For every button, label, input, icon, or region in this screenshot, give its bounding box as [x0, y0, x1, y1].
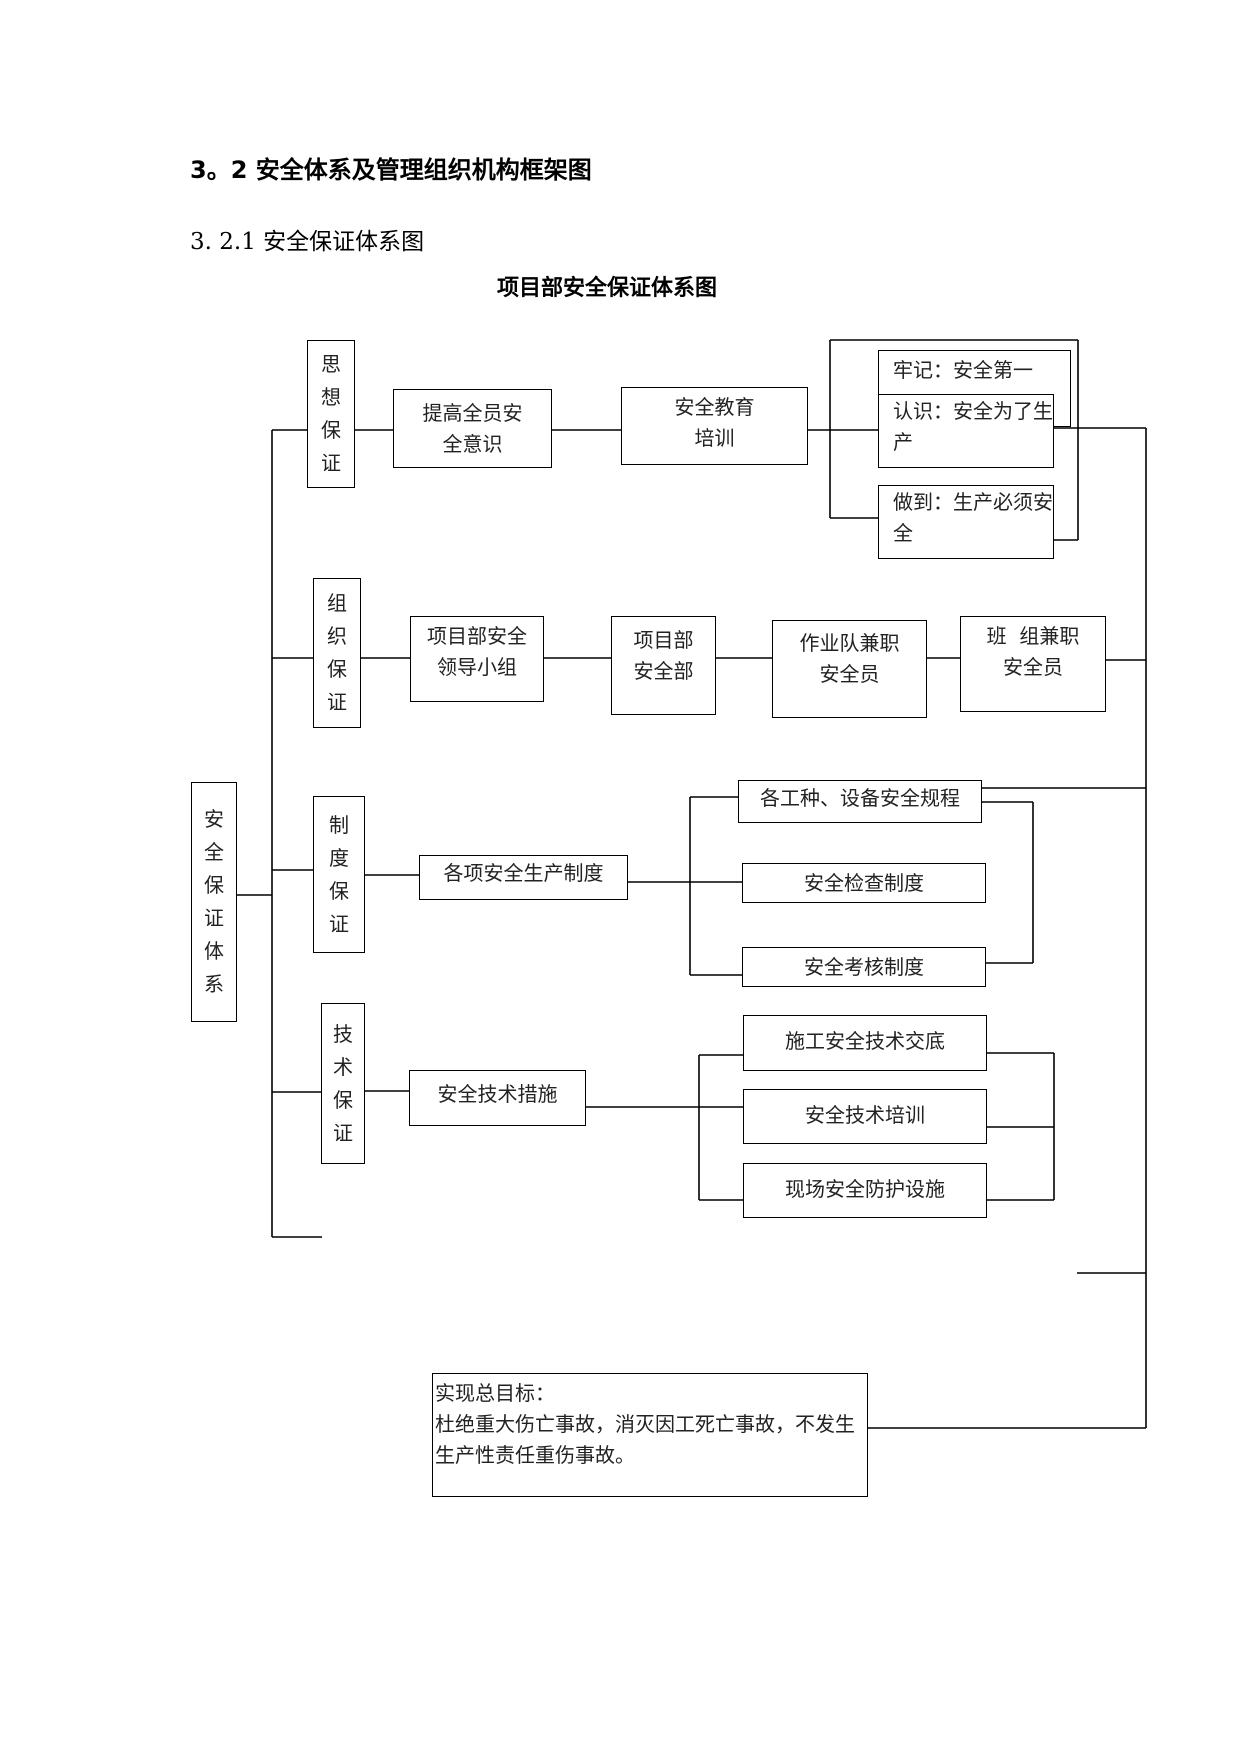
chart-title: 项目部安全保证体系图	[497, 275, 718, 301]
tech-item3-text: 现场安全防护设施	[785, 1177, 945, 1201]
system-item2-box: 安全检查制度	[742, 863, 986, 903]
system-label-box: 制度保证	[313, 796, 365, 953]
thought-item1-text: 牢记：安全第一	[893, 358, 1033, 382]
thought-step2-text: 安全教育培训	[674, 395, 755, 450]
system-item2-text: 安全检查制度	[804, 870, 924, 895]
org-step3-box: 作业队兼职安全员	[772, 620, 927, 718]
org-step4-text: 班 组兼职安全员	[986, 624, 1080, 679]
system-step1-box: 各项安全生产制度	[419, 855, 628, 900]
goal-box: 实现总目标： 杜绝重大伤亡事故，消灭因工死亡事故，不发生生产性责任重伤事故。	[432, 1373, 868, 1497]
system-label: 制度保证	[329, 812, 349, 936]
tech-item2-box: 安全技术培训	[743, 1089, 987, 1144]
system-item1-box: 各工种、设备安全规程	[738, 780, 982, 823]
system-item1-text: 各工种、设备安全规程	[760, 786, 960, 810]
organization-label: 组织保证	[327, 591, 347, 714]
organization-label-box: 组织保证	[313, 578, 361, 728]
system-step1-text: 各项安全生产制度	[443, 861, 604, 885]
org-step1-text: 项目部安全领导小组	[427, 624, 527, 679]
thought-label: 思想保证	[321, 352, 341, 475]
root-box: 安全保证体系	[191, 782, 237, 1022]
org-step4-box: 班 组兼职安全员	[960, 616, 1106, 712]
section-heading: 3。2 安全体系及管理组织机构框架图	[190, 156, 592, 184]
tech-item1-text: 施工安全技术交底	[785, 1029, 945, 1053]
tech-step1-box: 安全技术措施	[409, 1070, 586, 1126]
tech-item2-text: 安全技术培训	[805, 1103, 925, 1127]
technical-label-box: 技术保证	[321, 1003, 365, 1164]
system-item3-text: 安全考核制度	[804, 954, 924, 979]
tech-step1-text: 安全技术措施	[437, 1082, 558, 1106]
thought-item2-text: 认识：安全为了生产	[893, 399, 1053, 454]
technical-label: 技术保证	[333, 1021, 353, 1145]
org-step3-text: 作业队兼职安全员	[799, 631, 900, 686]
subsection-heading: 3. 2.1 安全保证体系图	[190, 229, 425, 255]
tech-item3-box: 现场安全防护设施	[743, 1163, 987, 1218]
tech-item1-box: 施工安全技术交底	[743, 1015, 987, 1071]
thought-step1-box: 提高全员安全意识	[393, 389, 552, 468]
thought-item3-text: 做到：生产必须安全	[893, 490, 1053, 545]
thought-label-box: 思想保证	[307, 340, 355, 488]
org-step1-box: 项目部安全领导小组	[410, 616, 544, 702]
thought-step2-box: 安全教育培训	[621, 387, 808, 465]
thought-item2-box: 认识：安全为了生产	[878, 394, 1054, 468]
system-item3-box: 安全考核制度	[742, 947, 986, 987]
goal-title: 实现总目标：	[435, 1381, 555, 1405]
thought-step1-text: 提高全员安全意识	[422, 400, 523, 456]
root-label: 安全保证体系	[204, 807, 224, 996]
thought-item3-box: 做到：生产必须安全	[878, 485, 1054, 559]
org-step2-box: 项目部安全部	[611, 616, 716, 715]
org-step2-text: 项目部安全部	[633, 628, 694, 683]
goal-text: 杜绝重大伤亡事故，消灭因工死亡事故，不发生生产性责任重伤事故。	[435, 1412, 855, 1467]
